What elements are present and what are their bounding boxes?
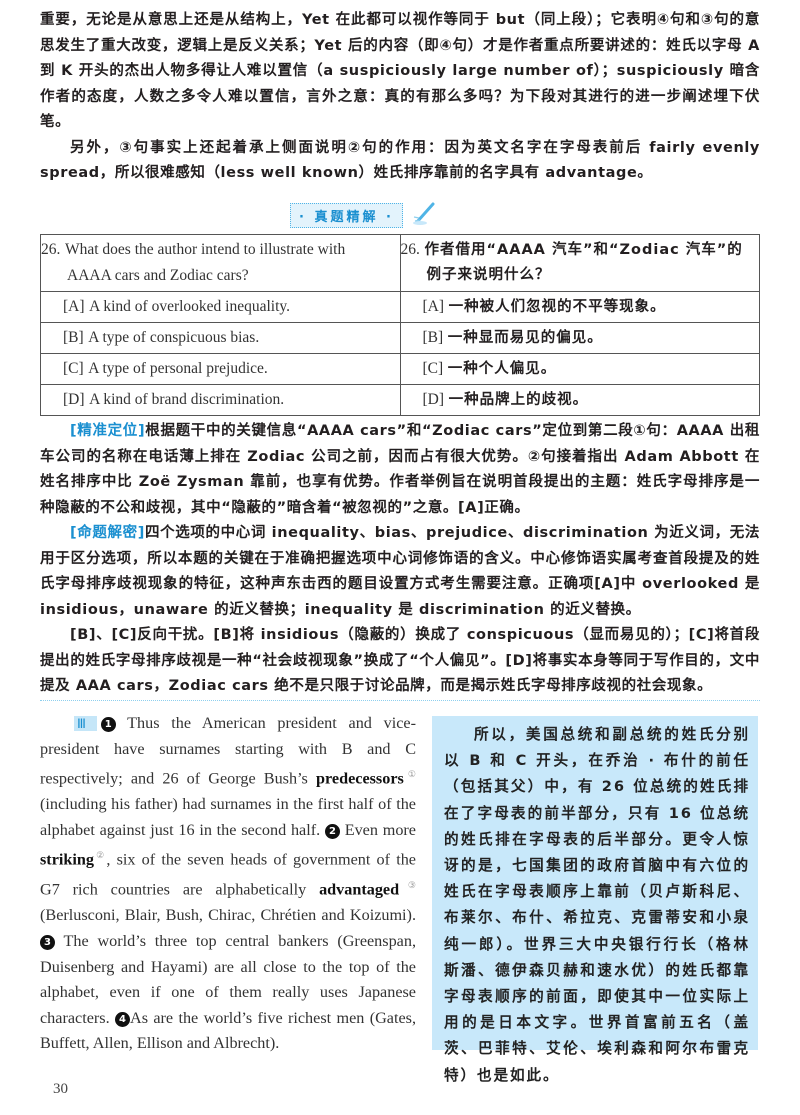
option-a-zh: [A] 一种被人们忽视的不平等现象。 xyxy=(399,291,760,323)
option-c-zh: [C] 一种个人偏见。 xyxy=(399,353,760,385)
question-stem-row: 26. What does the author intend to illus… xyxy=(40,234,760,292)
question-stem-en: 26. What does the author intend to illus… xyxy=(40,234,401,292)
question-stem-zh: 26. 作者借用“AAAA 汽车”和“Zodiac 汽车”的例子来说明什么？ xyxy=(399,234,760,292)
vocab-predecessors: predecessors xyxy=(316,769,404,788)
sentence-3-marker: 3 xyxy=(40,934,55,950)
decode-tag: [命题解密] xyxy=(70,525,145,541)
page-number: 30 xyxy=(53,1081,68,1097)
analysis-paragraph-2: 另外，③句事实上还起着承上侧面说明②句的作用：因为英文名字在字母表前后 fair… xyxy=(40,139,760,182)
option-row-b: [B] A type of conspicuous bias. [B] 一种显而… xyxy=(40,322,760,354)
option-a-en: [A] A kind of overlooked inequality. xyxy=(40,291,401,323)
option-d-en: [D] A kind of brand discrimination. xyxy=(40,384,401,416)
option-b-en: [B] A type of conspicuous bias. xyxy=(40,322,401,354)
question-table: 26. What does the author intend to illus… xyxy=(40,234,760,416)
section-banner: · 真题精解 · xyxy=(290,200,437,230)
banner-label: · 真题精解 · xyxy=(290,202,403,228)
sentence-1-marker: 1 xyxy=(100,717,116,732)
option-row-a: [A] A kind of overlooked inequality. [A]… xyxy=(40,291,760,323)
sentence-2-marker: 2 xyxy=(324,823,340,839)
locate-paragraph: [精准定位]根据题干中的关键信息“AAAA cars”和“Zodiac cars… xyxy=(40,423,760,516)
top-analysis: 重要，无论是从意思上还是从结构上，Yet 在此都可以视作等同于 but（同上段）… xyxy=(40,8,760,187)
pen-icon xyxy=(411,200,437,230)
option-row-c: [C] A type of personal prejudice. [C] 一种… xyxy=(40,353,760,385)
paragraph-label: Ⅲ xyxy=(74,716,97,731)
vocab-advantaged: advantaged xyxy=(319,880,400,899)
locate-tag: [精准定位] xyxy=(70,423,146,439)
analysis-paragraph-1: 重要，无论是从意思上还是从结构上，Yet 在此都可以视作等同于 but（同上段）… xyxy=(40,12,760,130)
chinese-translation-box: 所以，美国总统和副总统的姓氏分别以 B 和 C 开头，在乔治 · 布什的前任（包… xyxy=(432,716,758,1084)
vocab-striking: striking xyxy=(40,850,94,869)
dotted-divider xyxy=(40,700,760,701)
option-c-en: [C] A type of personal prejudice. xyxy=(40,353,401,385)
decode-paragraph: [命题解密]四个选项的中心词 inequality、bias、prejudice… xyxy=(40,525,760,618)
sentence-4-marker: 4 xyxy=(115,1011,130,1027)
option-b-zh: [B] 一种显而易见的偏见。 xyxy=(399,322,760,354)
option-d-zh: [D] 一种品牌上的歧视。 xyxy=(399,384,760,416)
distractor-paragraph: [B]、[C]反向干扰。[B]将 insidious（隐蔽的）换成了 consp… xyxy=(40,627,760,694)
answer-analysis: [精准定位]根据题干中的关键信息“AAAA cars”和“Zodiac cars… xyxy=(40,419,760,700)
option-row-d: [D] A kind of brand discrimination. [D] … xyxy=(40,384,760,416)
